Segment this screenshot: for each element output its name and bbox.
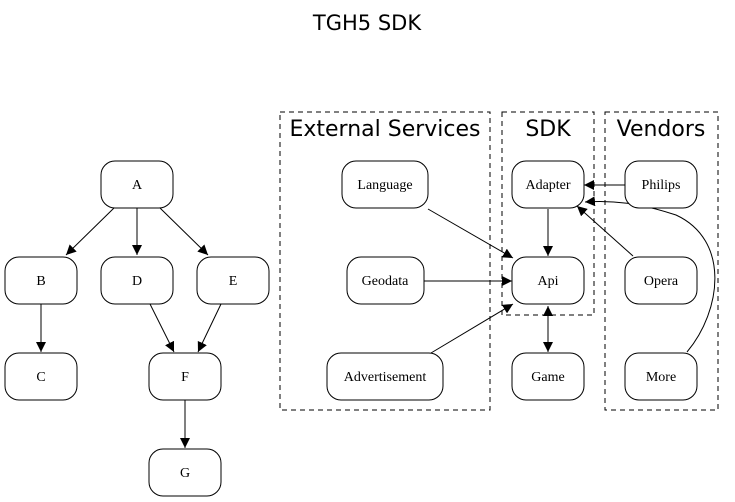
node-game: Game <box>511 352 585 401</box>
node-c: C <box>4 352 78 401</box>
cluster-external-services-label: External Services <box>289 117 480 142</box>
node-geodata: Geodata <box>346 256 425 305</box>
diagram-title: TGH5 SDK <box>312 11 422 35</box>
cluster-vendors: Vendors <box>604 111 719 411</box>
node-g-box <box>148 448 222 497</box>
node-b: B <box>4 256 78 305</box>
node-opera-label: Opera <box>644 274 679 289</box>
edge-more-adapter <box>584 196 716 353</box>
node-g-label: G <box>180 466 190 481</box>
node-api: Api <box>511 256 585 305</box>
node-adapter: Adapter <box>511 160 585 209</box>
node-advertisement: Advertisement <box>326 352 444 401</box>
node-adapter-box <box>511 160 585 209</box>
node-philips-label: Philips <box>642 178 681 193</box>
cluster-external-services-border <box>279 111 491 411</box>
edge-d-f <box>149 303 175 353</box>
node-game-label: Game <box>531 370 564 385</box>
node-geodata-label: Geodata <box>362 274 409 289</box>
node-more: More <box>624 352 698 401</box>
cluster-external-services: External Services <box>279 111 491 411</box>
node-language-label: Language <box>357 178 412 193</box>
node-api-box <box>511 256 585 305</box>
node-philips-box <box>624 160 698 209</box>
node-advertisement-box <box>326 352 444 401</box>
node-geodata-box <box>346 256 425 305</box>
node-language: Language <box>341 160 429 209</box>
node-e: E <box>196 256 270 305</box>
node-d: D <box>100 256 174 305</box>
node-philips: Philips <box>624 160 698 209</box>
node-f-label: F <box>181 370 189 385</box>
node-api-label: Api <box>538 274 559 289</box>
cluster-vendors-border <box>604 111 719 411</box>
node-d-box <box>100 256 174 305</box>
cluster-sdk: SDK <box>501 111 595 316</box>
edge-language-api <box>427 208 514 259</box>
edge-advertisement-api <box>430 303 514 354</box>
node-e-label: E <box>229 274 238 289</box>
edge-a-e <box>159 207 209 256</box>
cluster-sdk-label: SDK <box>525 117 571 142</box>
edge-a-b <box>65 207 115 256</box>
node-d-label: D <box>132 274 142 289</box>
node-advertisement-label: Advertisement <box>344 370 427 385</box>
node-b-box <box>4 256 78 305</box>
edge-opera-adapter <box>576 205 634 257</box>
cluster-sdk-border <box>501 111 595 316</box>
node-f: F <box>148 352 222 401</box>
node-a-box <box>100 160 174 209</box>
node-opera-box <box>624 256 698 305</box>
edge-e-f <box>197 303 222 353</box>
edges <box>36 180 716 448</box>
node-c-label: C <box>36 370 45 385</box>
node-a-label: A <box>132 178 143 193</box>
node-game-box <box>511 352 585 401</box>
node-c-box <box>4 352 78 401</box>
node-more-label: More <box>646 370 676 385</box>
node-a: A <box>100 160 174 209</box>
node-g: G <box>148 448 222 497</box>
cluster-vendors-label: Vendors <box>617 117 706 142</box>
node-opera: Opera <box>624 256 698 305</box>
node-e-box <box>196 256 270 305</box>
node-f-box <box>148 352 222 401</box>
node-more-box <box>624 352 698 401</box>
node-b-label: B <box>36 274 45 289</box>
node-language-box <box>341 160 429 209</box>
node-adapter-label: Adapter <box>525 178 570 193</box>
